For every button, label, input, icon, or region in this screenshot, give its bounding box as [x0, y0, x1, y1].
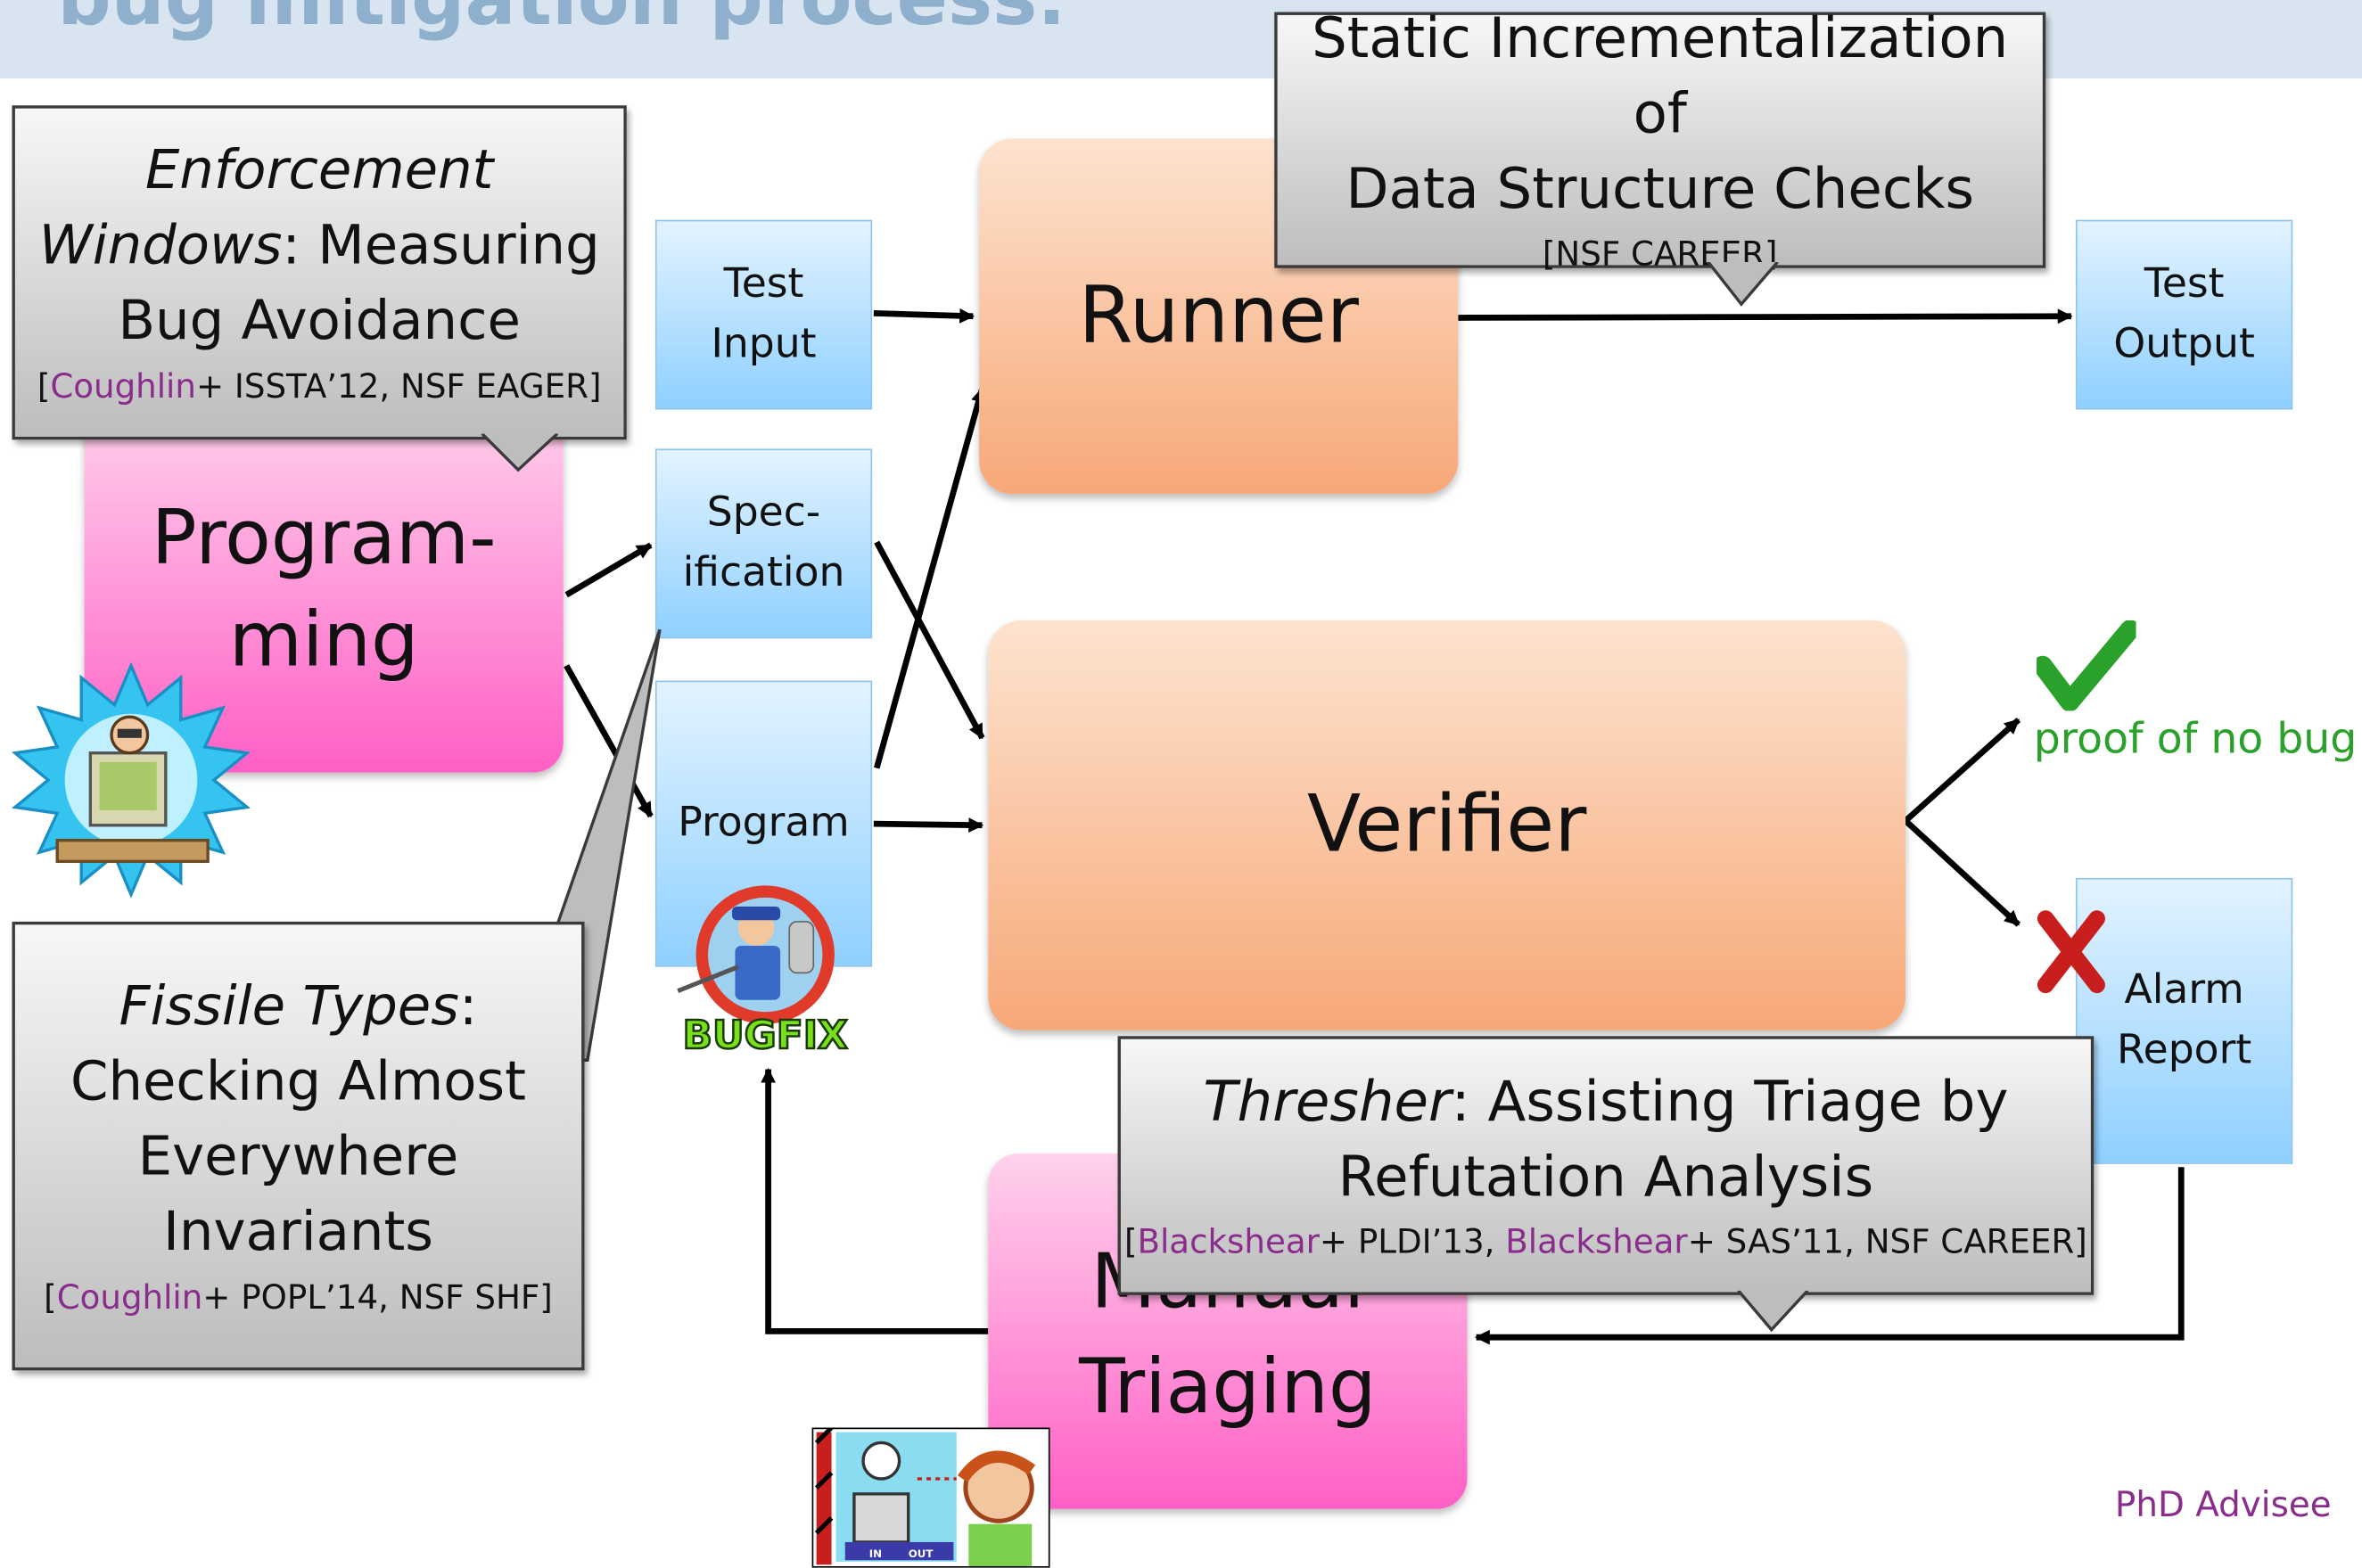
out-tray-label: OUT [909, 1547, 934, 1560]
arrow-triaging-to-program [761, 1067, 989, 1334]
cross-mark-icon [2037, 910, 2105, 994]
runner-label: Runner [1078, 271, 1359, 362]
verifier-stage: Verifier [988, 620, 1906, 1030]
test-output-label: Test Output [2113, 260, 2255, 368]
fissile-title-italic: Fissile Types [119, 975, 459, 1038]
arrow-program-to-verifier [873, 817, 984, 833]
fissile-cite-rest: + POPL’14, NSF SHF [202, 1279, 540, 1318]
arrow-programming-to-program [564, 664, 654, 818]
bugfix-clipart-icon: BUGFIX [677, 885, 849, 1059]
triage-clipart-icon: IN OUT [811, 1427, 1050, 1568]
thresher-cite-author-1: Blackshear [1137, 1224, 1320, 1262]
arrow-spec-to-verifier [874, 540, 985, 740]
phd-advisee-legend: PhD Advisee [2114, 1486, 2332, 1526]
arrow-verifier-to-alarm [1903, 818, 2021, 927]
thresher-title-rest: : Assisting Triage by Refutation Analysi… [1337, 1069, 2009, 1210]
fissile-title-rest: : Checking Almost Everywhere Invariants [70, 975, 526, 1264]
arrow-alarm-to-triaging [1474, 1167, 2185, 1345]
verifier-label: Verifier [1306, 780, 1587, 871]
enforcement-windows-callout: Enforcement Windows: Measuring Bug Avoid… [12, 105, 627, 440]
programming-stage: Program- ming [84, 403, 564, 773]
in-tray-label: IN [869, 1547, 882, 1560]
programming-label: Program- ming [151, 493, 497, 684]
thresher-callout-pointer [1737, 1290, 1809, 1333]
arrow-runner-to-output [1458, 308, 2073, 324]
static-title: Static Incrementalization of Data Struct… [1312, 5, 2009, 222]
alarm-report-box: Alarm Report [2075, 877, 2293, 1164]
test-output-box: Test Output [2075, 219, 2293, 410]
thresher-cite-mid: + PLDI’13, [1319, 1224, 1506, 1262]
bugfix-text: BUGFIX [683, 1013, 848, 1058]
enforcement-callout-pointer [481, 433, 559, 472]
arrow-input-to-runner [873, 308, 975, 324]
thresher-callout: Thresher: Assisting Triage by Refutation… [1117, 1036, 2095, 1295]
test-input-label: Test Input [711, 260, 817, 368]
arrow-program-to-runner [873, 387, 986, 769]
specification-label: Spec- ification [682, 489, 845, 597]
alarm-report-label: Alarm Report [2117, 966, 2252, 1074]
static-callout-pointer [1707, 261, 1779, 307]
proof-of-no-bug-label: proof of no bug [2033, 713, 2358, 764]
thresher-cite-author-2: Blackshear [1505, 1224, 1688, 1262]
programmer-clipart-icon [12, 662, 251, 899]
enforcement-title-italic: Enforcement Windows [38, 140, 494, 277]
thresher-cite-end: + SAS’11, NSF CAREER [1687, 1224, 2075, 1262]
thresher-title-italic: Thresher [1203, 1069, 1452, 1135]
check-mark-icon [2037, 620, 2136, 711]
specification-box: Spec- ification [654, 448, 873, 639]
enforcement-cite-author: Coughlin [50, 368, 196, 407]
enforcement-cite-rest: + ISSTA’12, NSF EAGER [195, 368, 588, 407]
program-label: Program [678, 800, 850, 847]
slide-title: bug mitigation process. [57, 0, 1066, 42]
enforcement-title-rest: : Measuring Bug Avoidance [118, 215, 600, 353]
test-input-box: Test Input [654, 219, 873, 410]
arrow-verifier-to-proof [1903, 718, 2021, 824]
arrow-programming-to-spec [564, 542, 653, 598]
static-incrementalization-callout: Static Incrementalization of Data Struct… [1274, 6, 2046, 274]
fissile-types-callout: Fissile Types: Checking Almost Everywher… [12, 921, 585, 1371]
fissile-cite-author: Coughlin [56, 1279, 203, 1318]
